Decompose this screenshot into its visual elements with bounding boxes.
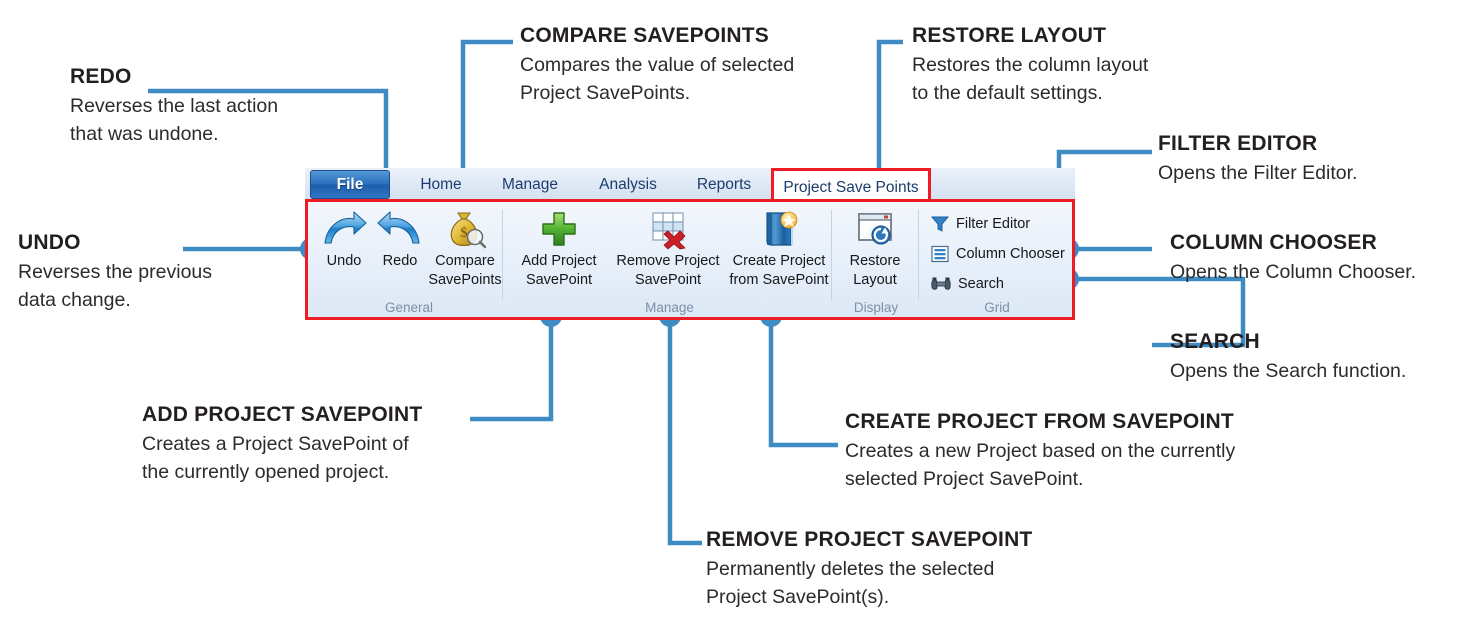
callout-chooser-title: COLUMN CHOOSER xyxy=(1170,231,1377,254)
button-create-label-1: Create Project xyxy=(732,253,826,269)
callout-remove-title: REMOVE PROJECT SAVEPOINT xyxy=(706,528,1033,551)
button-create-project-from-savepoint[interactable]: Create Project from SavePoint xyxy=(723,208,835,288)
callout-redo-line-2: that was undone. xyxy=(70,123,219,146)
callout-compare-line-2: Project SavePoints. xyxy=(520,82,691,105)
button-create-label-2: from SavePoint xyxy=(729,272,829,289)
callout-create-title: CREATE PROJECT FROM SAVEPOINT xyxy=(845,410,1234,433)
button-restore-label-2: Layout xyxy=(853,272,897,289)
button-undo-label: Undo xyxy=(326,253,362,269)
callout-restore-layout: RESTORE LAYOUT Restores the column layou… xyxy=(912,24,1149,107)
callout-column-chooser: COLUMN CHOOSER Opens the Column Chooser. xyxy=(1170,231,1417,286)
callout-restore-title: RESTORE LAYOUT xyxy=(912,24,1107,47)
search-label: Search xyxy=(958,276,1004,292)
tab-project-save-points[interactable]: Project Save Points xyxy=(771,168,931,201)
button-remove-label-2: SavePoint xyxy=(634,272,702,289)
button-undo[interactable]: Undo xyxy=(316,210,372,269)
callout-compare-savepoints: COMPARE SAVEPOINTS Compares the value of… xyxy=(520,24,795,107)
callout-filter-line-1: Opens the Filter Editor. xyxy=(1158,162,1358,185)
group-separator-3 xyxy=(918,210,919,300)
group-label-manage: Manage xyxy=(645,300,694,315)
button-remove-label-1: Remove Project xyxy=(616,253,720,269)
callout-chooser-line-1: Opens the Column Chooser. xyxy=(1170,261,1417,284)
tab-analysis[interactable]: Analysis xyxy=(599,176,657,193)
green-plus-icon xyxy=(542,212,576,246)
callout-undo: UNDO Reverses the previous data change. xyxy=(18,231,213,314)
binoculars-icon xyxy=(931,277,951,290)
callout-remove-line-1: Permanently deletes the selected xyxy=(706,558,995,581)
callout-compare-title: COMPARE SAVEPOINTS xyxy=(520,24,770,47)
callout-remove-line-2: Project SavePoint(s). xyxy=(706,586,890,609)
money-bag-magnifier-icon: $ xyxy=(450,212,486,249)
blue-book-star-icon xyxy=(766,211,798,246)
callout-restore-line-2: to the default settings. xyxy=(912,82,1103,105)
ribbon-tab-strip: File Home Manage Analysis Reports Projec… xyxy=(305,168,1075,201)
filter-editor-label: Filter Editor xyxy=(956,216,1031,232)
ribbon: File Home Manage Analysis Reports Projec… xyxy=(305,168,1075,320)
funnel-icon xyxy=(930,216,950,232)
button-compare-savepoints[interactable]: $ Compare SavePoints xyxy=(428,208,502,288)
button-restore-label-1: Restore xyxy=(849,253,901,269)
button-compare-label-1: Compare xyxy=(435,253,495,269)
callout-add-line-1: Creates a Project SavePoint of xyxy=(142,433,409,456)
connector-remove xyxy=(667,318,702,546)
button-compare-label-2: SavePoints xyxy=(428,272,502,289)
callout-undo-title: UNDO xyxy=(18,231,81,254)
button-add-label-1: Add Project xyxy=(521,253,597,269)
callout-add-line-2: the currently opened project. xyxy=(142,461,390,484)
callout-filter-title: FILTER EDITOR xyxy=(1158,132,1318,155)
group-separator-2 xyxy=(831,210,832,300)
callout-remove-project-savepoint: REMOVE PROJECT SAVEPOINT Permanently del… xyxy=(706,528,1033,611)
group-label-grid: Grid xyxy=(984,300,1010,315)
redo-arrow-icon xyxy=(377,211,420,244)
callout-undo-line-2: data change. xyxy=(18,289,131,312)
callout-redo: REDO Reverses the last action that was u… xyxy=(70,65,279,148)
button-redo[interactable]: Redo xyxy=(372,210,428,269)
callout-create-line-2: selected Project SavePoint. xyxy=(845,468,1084,491)
callout-search-line-1: Opens the Search function. xyxy=(1170,360,1407,383)
button-redo-label: Redo xyxy=(382,253,418,269)
undo-arrow-icon xyxy=(324,211,367,244)
menu-item-search[interactable]: Search xyxy=(930,274,1004,294)
group-separator-1 xyxy=(502,210,503,300)
window-restore-icon xyxy=(858,213,892,245)
tab-file[interactable]: File xyxy=(310,170,390,199)
list-bars-icon xyxy=(931,245,949,263)
menu-item-column-chooser[interactable]: Column Chooser xyxy=(930,244,1065,264)
callout-create-line-1: Creates a new Project based on the curre… xyxy=(845,440,1236,463)
callout-redo-title: REDO xyxy=(70,65,132,88)
column-chooser-label: Column Chooser xyxy=(956,246,1065,262)
group-label-display: Display xyxy=(853,300,899,315)
callout-add-project-savepoint: ADD PROJECT SAVEPOINT Creates a Project … xyxy=(142,403,423,486)
callout-create-project-from-savepoint: CREATE PROJECT FROM SAVEPOINT Creates a … xyxy=(845,410,1236,493)
tab-reports[interactable]: Reports xyxy=(696,176,752,193)
callout-filter-editor: FILTER EDITOR Opens the Filter Editor. xyxy=(1158,132,1358,187)
tab-home[interactable]: Home xyxy=(420,176,462,193)
button-remove-project-savepoint[interactable]: Remove Project SavePoint xyxy=(613,208,723,288)
connector-add xyxy=(470,318,554,422)
callout-compare-line-1: Compares the value of selected xyxy=(520,54,795,77)
button-add-project-savepoint[interactable]: Add Project SavePoint xyxy=(508,208,610,288)
callout-redo-line-1: Reverses the last action xyxy=(70,95,279,118)
svg-text:$: $ xyxy=(460,225,468,241)
callout-add-title: ADD PROJECT SAVEPOINT xyxy=(142,403,423,426)
group-label-general: General xyxy=(384,300,434,315)
callout-search: SEARCH Opens the Search function. xyxy=(1170,330,1407,385)
ribbon-body: Undo Redo xyxy=(305,199,1075,320)
grid-red-x-icon xyxy=(652,212,686,250)
button-add-label-2: SavePoint xyxy=(525,272,593,289)
callout-restore-line-1: Restores the column layout xyxy=(912,54,1149,77)
menu-item-filter-editor[interactable]: Filter Editor xyxy=(930,214,1030,234)
tab-manage[interactable]: Manage xyxy=(501,176,558,193)
connector-create xyxy=(768,318,838,448)
callout-undo-line-1: Reverses the previous xyxy=(18,261,213,284)
button-restore-layout[interactable]: Restore Layout xyxy=(838,208,912,288)
callout-search-title: SEARCH xyxy=(1170,330,1260,353)
